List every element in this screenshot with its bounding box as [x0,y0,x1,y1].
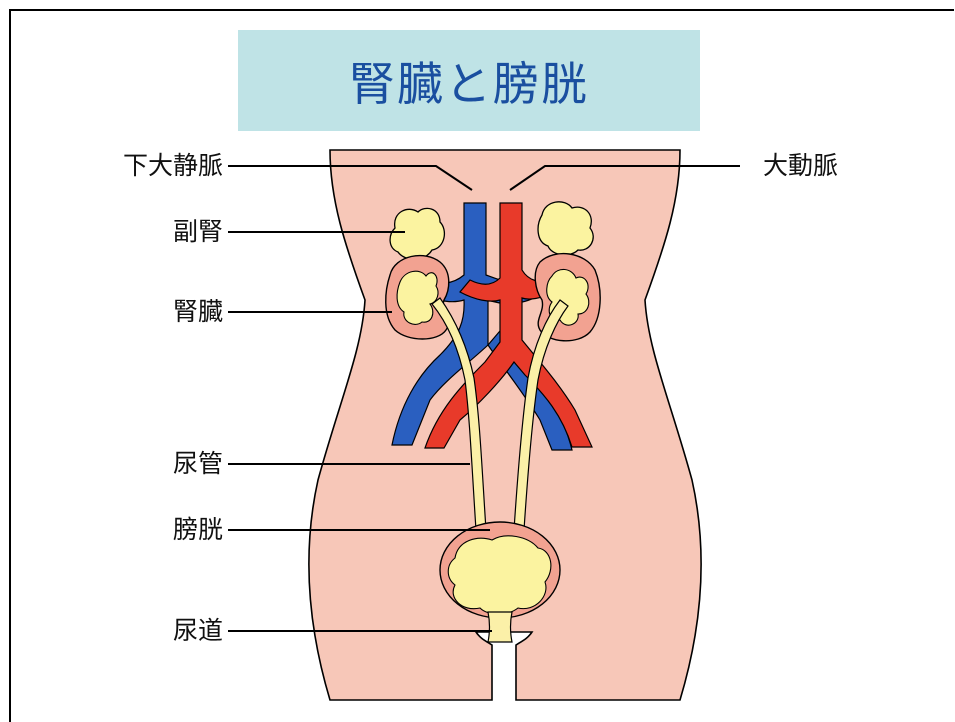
urethra-vessel [488,612,512,642]
label-aorta: 大動脈 [763,151,838,181]
label-ureter: 尿管 [173,449,223,479]
bladder-lumen [448,536,551,614]
label-adrenal-gland: 副腎 [173,217,223,247]
label-kidney: 腎臓 [173,297,223,327]
label-urethra: 尿道 [173,616,223,646]
leg-gap [495,645,513,705]
label-bladder: 膀胱 [173,515,223,545]
label-inferior-vena-cava: 下大静脈 [123,151,223,181]
